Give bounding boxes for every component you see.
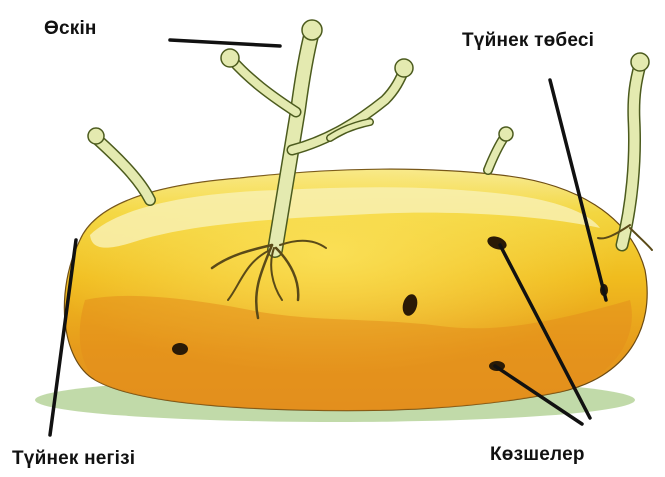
eye-3	[172, 343, 188, 355]
label-tuber-apex: Түйнек төбесі	[462, 30, 594, 52]
label-eyes: Көзшелер	[490, 444, 585, 466]
leader-sprout	[170, 40, 280, 46]
small-sprout	[488, 127, 513, 170]
label-sprout: Өскін	[44, 18, 97, 40]
label-tuber-base: Түйнек негізі	[12, 448, 135, 470]
left-sprout	[88, 128, 150, 200]
